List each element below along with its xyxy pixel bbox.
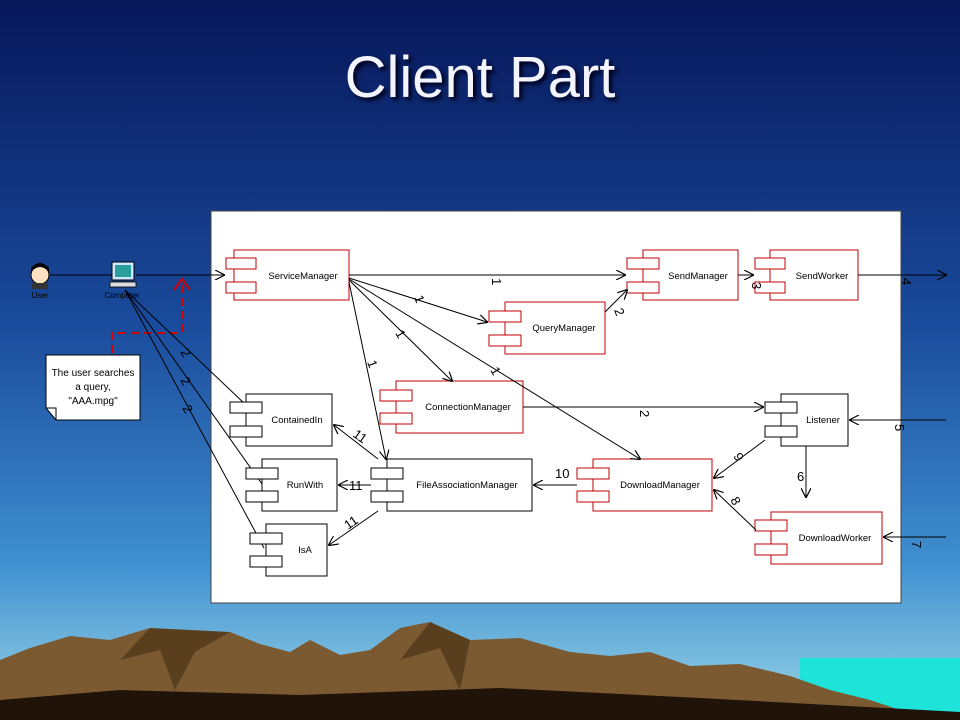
num-worker-out: 4 [899,278,914,285]
component-download-manager: DownloadManager [576,458,713,512]
component-listener: Listener [764,393,849,447]
num-send-worker: 3 [749,282,764,289]
arrow-listener-download [714,439,766,478]
send-worker-label: SendWorker [796,271,849,282]
num-sm-query: 1 [411,293,428,305]
arrow-fam-contained [334,425,379,460]
user-actor: User [30,263,50,300]
num-download-fam: 10 [555,466,569,481]
num-sm-fam: 1 [364,358,381,370]
computer-runwith-link [124,289,263,485]
component-query-manager: QueryManager [488,301,606,355]
arrow-sm-conn [348,279,452,381]
service-manager-label: ServiceManager [268,271,337,282]
computer-actor: Computer [104,261,140,300]
download-worker-label: DownloadWorker [799,533,872,544]
is-a-label: IsA [298,545,312,556]
download-manager-label: DownloadManager [620,480,700,491]
note-line-2: a query, [75,382,110,393]
note-line-1: The user searches [52,368,135,379]
component-send-worker: SendWorker [754,249,859,301]
arrow-worker-download [714,490,757,531]
component-run-with: RunWith [245,458,338,512]
query-manager-label: QueryManager [532,323,595,334]
computer-isa-link [124,289,265,549]
arrow-sm-fam [348,281,386,459]
computer-label: Computer [104,291,139,300]
connection-manager-label: ConnectionManager [425,402,511,413]
num-fam-runwith: 11 [349,478,363,493]
arrow-query-send [604,290,627,313]
num-sm-send: 1 [489,278,504,285]
arrow-sm-query [348,277,487,322]
num-comp-contained: 2 [177,346,194,360]
note-box: The user searches a query, "AAA.mpg" [45,354,141,421]
run-with-label: RunWith [287,480,323,491]
component-file-association-manager: FileAssociationManager [370,458,533,512]
send-manager-label: SendManager [668,271,728,282]
component-service-manager: ServiceManager [225,249,350,301]
note-line-3: "AAA.mpg" [68,396,118,407]
user-label: User [32,291,49,300]
num-listener-worker: 6 [797,469,804,484]
component-is-a: IsA [249,523,328,577]
listener-label: Listener [806,415,840,426]
component-download-worker: DownloadWorker [754,511,883,565]
computer-containedin-link [124,289,247,406]
file-association-manager-label: FileAssociationManager [416,480,517,491]
num-in-listener: 5 [892,424,907,431]
contained-in-label: ContainedIn [271,415,322,426]
num-in-worker: 7 [909,541,924,548]
num-conn-listener: 2 [637,410,652,417]
num-comp-isa: 2 [179,402,196,416]
component-connection-manager: ConnectionManager [379,380,524,434]
num-query-send: 2 [611,306,628,318]
arrow-sm-download [348,278,640,459]
arrow-fam-isa [329,510,379,545]
dashed-arrowhead [173,277,191,291]
num-comp-runwith: 2 [177,374,194,388]
dashed-feedback-path [111,280,183,353]
component-contained-in: ContainedIn [229,393,333,447]
slide-title: Client Part [344,45,616,110]
component-send-manager: SendManager [626,249,739,301]
